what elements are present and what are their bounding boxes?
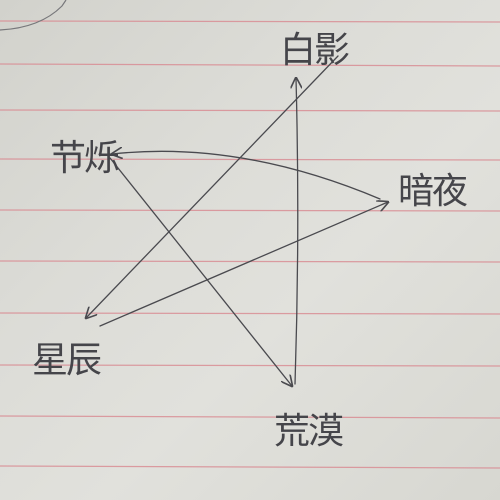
- arrow-left-to-bottom: [109, 157, 292, 386]
- rule-line: [0, 20, 500, 23]
- rule-line: [0, 209, 500, 212]
- node-label-bottom: 荒漠: [274, 411, 343, 452]
- rule-line: [0, 465, 500, 469]
- arrows: [86, 55, 388, 386]
- rule-line: [0, 364, 500, 367]
- node-label-right: 暗夜: [398, 171, 467, 212]
- arrow-bottom-left-to-right: [99, 202, 388, 327]
- node-label-bottom-left: 星辰: [32, 340, 101, 381]
- ruled-lines: [0, 20, 500, 469]
- rule-line: [0, 312, 500, 315]
- rule-line: [0, 415, 500, 419]
- page-edge-curve: [0, 0, 67, 31]
- rule-line: [0, 63, 500, 67]
- arrow-bottom-to-top: [295, 78, 298, 385]
- node-label-left: 节烁: [50, 138, 119, 179]
- node-label-top: 白影: [280, 30, 349, 71]
- rule-line: [0, 109, 500, 112]
- arrow-right-to-left: [112, 151, 381, 200]
- arrow-top-to-bottom-left: [86, 55, 339, 318]
